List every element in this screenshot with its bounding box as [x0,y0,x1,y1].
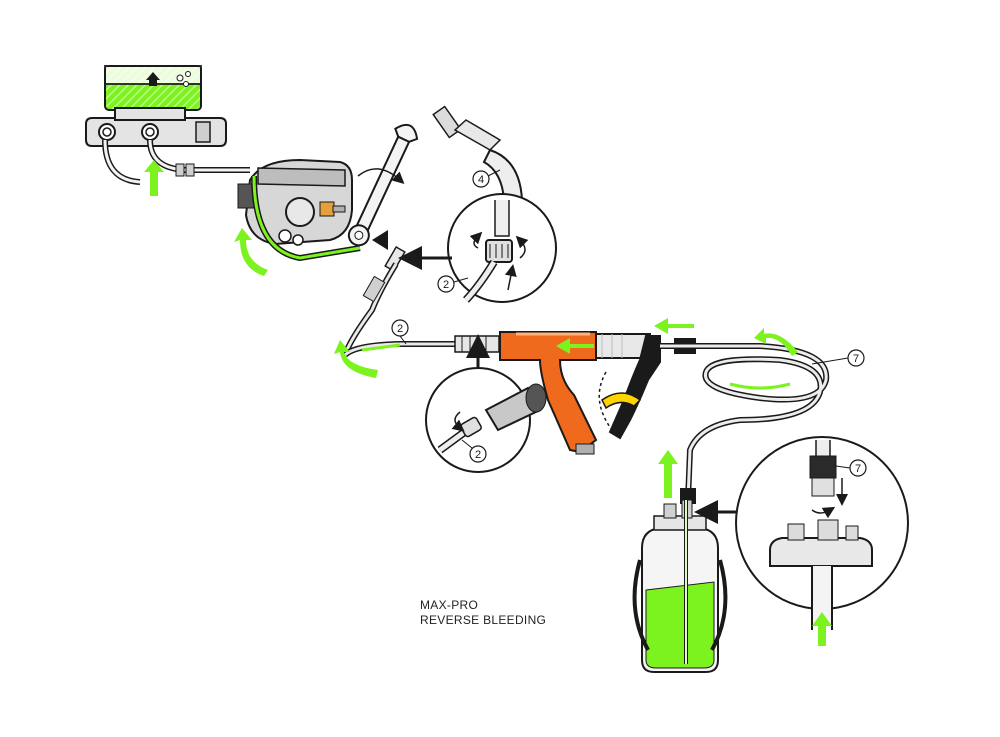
callout-label: 7 [853,353,859,365]
flow-arrow-icon [144,160,164,196]
callout-label: 2 [475,449,481,461]
callout-4: 4 [472,169,501,188]
callout-label: 7 [855,463,861,475]
flow-arrow-icon [334,340,378,378]
callout-2c: 2 [461,439,487,463]
flow-arrow-icon [754,328,798,356]
callout-2b: 2 [391,319,409,345]
callout-label: 4 [478,174,484,186]
flow-arrow-icon [658,450,678,498]
detail-circle-adapter [425,367,547,473]
master-cylinder [85,65,250,185]
wrench-icon [347,123,419,247]
fluid-bottle [632,499,728,673]
callout-label: 2 [443,279,449,291]
callout-2a: 2 [437,275,469,293]
brake-caliper [237,158,361,262]
detail-circle-bleeder [447,193,557,303]
flow-arrow-icon [556,338,594,354]
bleeder-gun [499,331,696,455]
rotation-arrow-icon [357,168,405,185]
caption-line-1: MAX-PRO [420,598,479,612]
caption-line-2: REVERSE BLEEDING [420,613,547,627]
flow-arrow-icon [654,318,694,334]
flow-arrows [144,160,832,646]
bleeder-adapter [342,229,471,357]
flow-arrow-icon [812,612,832,646]
flow-arrow-icon [372,230,388,250]
diagram-caption: MAX-PRO REVERSE BLEEDING [420,598,546,628]
callout-label: 2 [397,323,403,335]
callout-7a: 7 [811,349,865,367]
callout-7b: 7 [835,459,867,477]
flow-arrow-icon [234,228,268,276]
bleed-hose-upper [342,335,500,358]
detail-circle-cap [735,436,909,630]
